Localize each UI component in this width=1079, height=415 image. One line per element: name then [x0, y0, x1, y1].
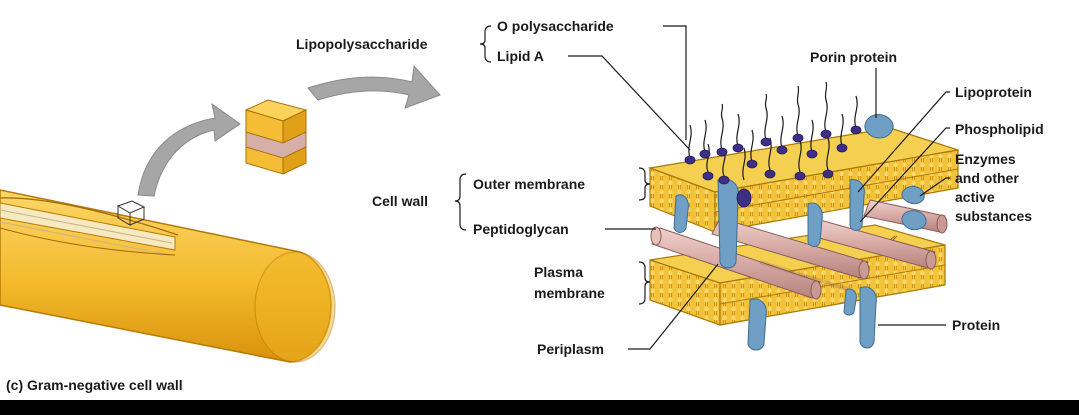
label-plasma-line-2: membrane	[534, 285, 605, 301]
label-lipopolysaccharide: Lipopolysaccharide	[296, 36, 428, 52]
label-outer-membrane: Outer membrane	[473, 176, 585, 192]
label-protein: Protein	[952, 317, 1000, 333]
label-o-polysaccharide: O polysaccharide	[497, 18, 614, 34]
label-enzymes-line-4: substances	[955, 208, 1032, 224]
label-lipoprotein: Lipoprotein	[955, 84, 1032, 100]
label-peptidoglycan: Peptidoglycan	[473, 221, 569, 237]
bottom-black-bar	[0, 400, 1079, 415]
leader-lines	[454, 25, 950, 350]
label-phospholipid: Phospholipid	[955, 121, 1044, 137]
enzyme-blob-1	[901, 186, 925, 205]
curved-arrow-left	[137, 102, 241, 197]
figure-caption: (c) Gram-negative cell wall	[6, 377, 183, 393]
label-plasma-line-1: Plasma	[534, 264, 583, 280]
label-enzymes-line-3: active	[955, 189, 995, 205]
lipopolysaccharide-chains	[684, 81, 862, 208]
sample-cube-marker	[116, 200, 146, 226]
label-enzymes-line-2: and other	[955, 170, 1019, 186]
membrane-proteins	[673, 114, 927, 351]
bacterium-cell	[0, 189, 336, 363]
curved-arrow-right	[307, 64, 441, 109]
label-periplasm: Periplasm	[537, 341, 604, 357]
label-lipid-a: Lipid A	[497, 48, 544, 64]
enzyme-blob-2	[901, 210, 927, 231]
gram-negative-cell-wall-diagram: Lipopolysaccharide O polysaccharide Lipi…	[0, 18, 1044, 393]
layered-cube	[244, 99, 308, 175]
porin-protein-shape	[864, 114, 894, 139]
label-cell-wall: Cell wall	[372, 193, 428, 209]
label-enzymes-line-1: Enzymes	[955, 151, 1016, 167]
label-porin-protein: Porin protein	[810, 49, 897, 65]
diagram-stage: Lipopolysaccharide O polysaccharide Lipi…	[0, 0, 1079, 400]
